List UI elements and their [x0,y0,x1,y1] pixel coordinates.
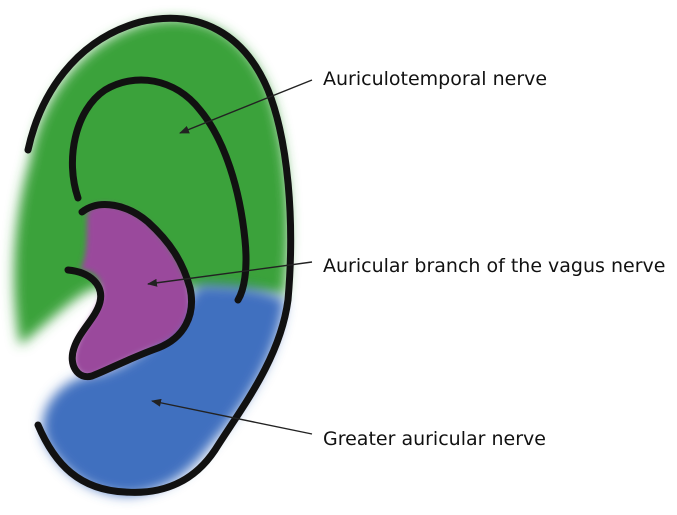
vagus-region [73,203,191,376]
greater-auricular-nerve-label: Greater auricular nerve [323,428,546,450]
greater-auricular-leader-line [151,398,313,435]
auriculotemporal-leader-line [179,79,313,134]
auriculotemporal-nerve-label: Auriculotemporal nerve [323,68,548,90]
ear-outline [24,14,295,496]
greater-auricular-region [42,285,285,495]
vagus-leader-line [147,261,313,287]
helix-outer-outline [24,14,295,496]
antihelix-outline [69,76,250,304]
vagus-nerve-branch-label: Auricular branch of the vagus nerve [323,255,666,277]
concha-tragus-outline [64,201,195,381]
